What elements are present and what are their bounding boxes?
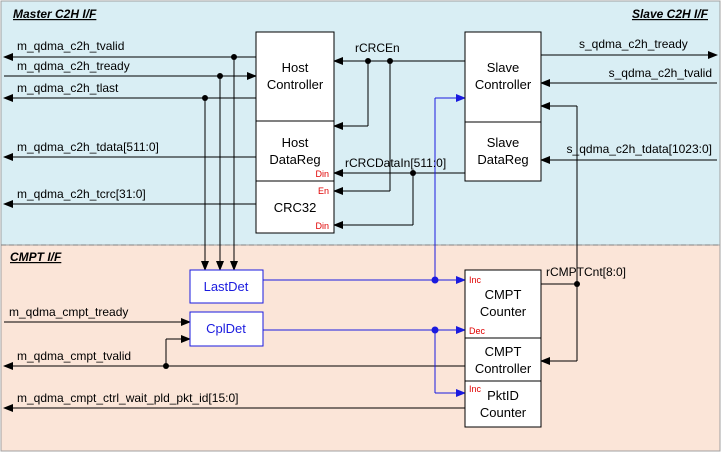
host-controller-block: Host Controller (255, 31, 335, 122)
cmpt-controller-block: CMPT Controller (464, 337, 542, 382)
pktid-counter-inc-pin: Inc (469, 384, 482, 394)
cmpt-tvalid-label: m_qdma_cmpt_tvalid (17, 349, 131, 363)
crc32-din-pin: Din (315, 221, 329, 231)
slave-datareg-block: Slave DataReg (464, 121, 542, 182)
svg-text:DataReg: DataReg (477, 152, 528, 167)
host-datareg-block: Host DataReg Din (255, 120, 335, 182)
svg-text:Controller: Controller (475, 77, 532, 92)
master-section-title: Master C2H I/F (13, 7, 97, 21)
svg-text:CMPT: CMPT (485, 287, 522, 302)
rcrcen-label: rCRCEn (355, 41, 400, 55)
cmpt-counter-dec-pin: Dec (469, 326, 486, 336)
svg-text:Controller: Controller (475, 361, 532, 376)
m-tready-label: m_qdma_c2h_tready (17, 59, 130, 73)
svg-text:CRC32: CRC32 (274, 200, 317, 215)
slave-section-title: Slave C2H I/F (632, 7, 709, 21)
m-tcrc-label: m_qdma_c2h_tcrc[31:0] (17, 187, 146, 201)
cpldet-block: CplDet (189, 311, 264, 347)
cmpt-counter-inc-pin: Inc (469, 275, 482, 285)
svg-text:CMPT: CMPT (485, 344, 522, 359)
crc32-block: CRC32 En Din (255, 180, 335, 234)
cmpt-pktid-label: m_qdma_cmpt_ctrl_wait_pld_pkt_id[15:0] (17, 391, 238, 405)
m-tlast-label: m_qdma_c2h_tlast (17, 81, 119, 95)
cmpt-region (0, 244, 721, 452)
cmpt-tready-label: m_qdma_cmpt_tready (9, 305, 128, 319)
lastdet-block: LastDet (189, 269, 264, 304)
svg-text:Counter: Counter (480, 304, 527, 319)
s-tvalid-label: s_qdma_c2h_tvalid (609, 66, 712, 80)
crc32-en-pin: En (318, 186, 329, 196)
pktid-counter-block: PktID Counter Inc (464, 380, 542, 428)
svg-text:Slave: Slave (487, 60, 520, 75)
svg-text:Host: Host (282, 135, 309, 150)
cmpt-section-title: CMPT I/F (10, 250, 62, 264)
rcmptcnt-label: rCMPTCnt[8:0] (546, 265, 626, 279)
svg-text:PktID: PktID (487, 388, 519, 403)
s-tready-label: s_qdma_c2h_tready (579, 37, 688, 51)
svg-text:Counter: Counter (480, 405, 527, 420)
m-tdata-label: m_qdma_c2h_tdata[511:0] (17, 140, 159, 154)
svg-text:LastDet: LastDet (204, 279, 249, 294)
svg-text:CplDet: CplDet (206, 321, 246, 336)
m-tvalid-label: m_qdma_c2h_tvalid (17, 39, 124, 53)
svg-text:Controller: Controller (267, 77, 324, 92)
svg-text:Host: Host (282, 60, 309, 75)
host-datareg-din-pin: Din (315, 169, 329, 179)
svg-text:DataReg: DataReg (269, 152, 320, 167)
s-tdata-label: s_qdma_c2h_tdata[1023:0] (567, 142, 712, 156)
rcrcdatain-label: rCRCDataIn[511:0] (345, 156, 446, 170)
cmpt-counter-block: CMPT Counter Inc Dec (464, 269, 542, 339)
svg-text:Slave: Slave (487, 135, 520, 150)
slave-controller-block: Slave Controller (464, 31, 542, 123)
